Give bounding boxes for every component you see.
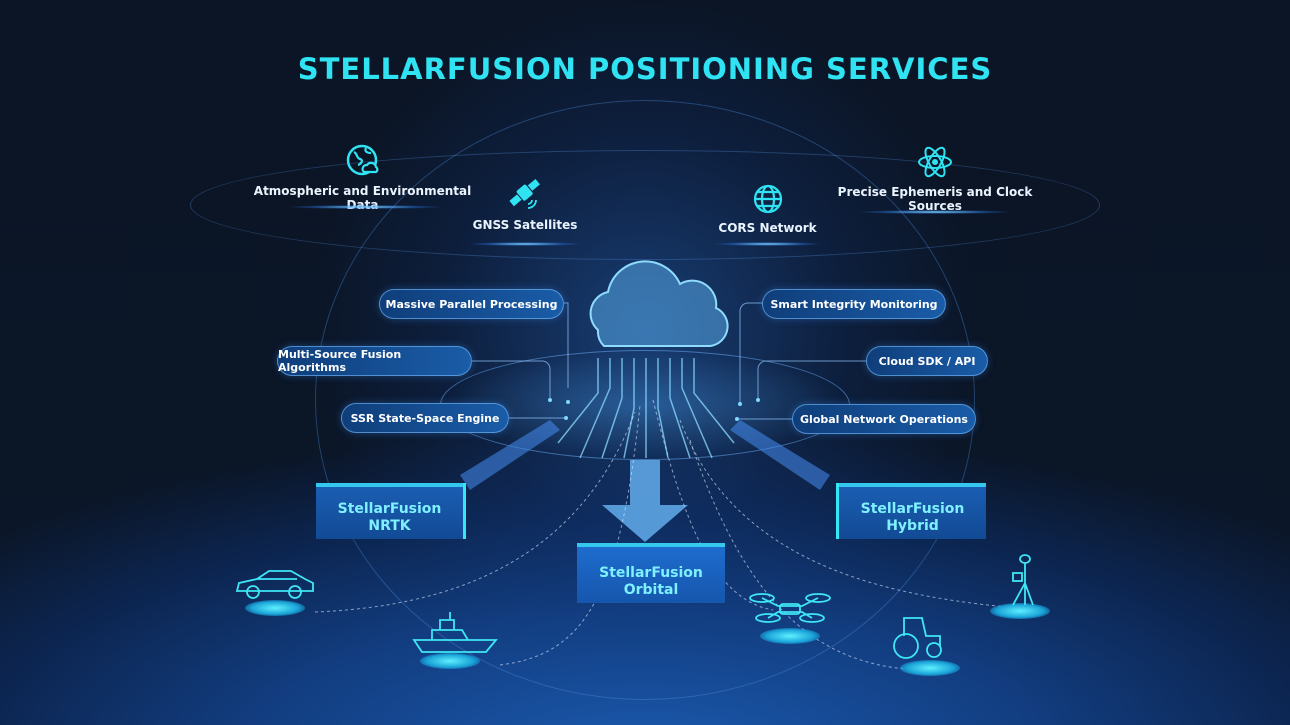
glow	[470, 242, 580, 246]
product-name: StellarFusion	[337, 501, 442, 517]
survey-pole-icon	[1012, 554, 1034, 606]
capability-multi-source-fusion: Multi-Source Fusion Algorithms	[277, 346, 472, 376]
page-title: STELLARFUSION POSITIONING SERVICES	[297, 52, 993, 86]
source-ephemeris: Precise Ephemeris and Clock Sources	[815, 145, 1055, 213]
product-variant: Hybrid	[886, 518, 939, 534]
source-gnss: GNSS Satellites	[465, 174, 585, 232]
product-name: StellarFusion	[599, 565, 703, 581]
source-cors: CORS Network	[710, 183, 825, 235]
globe-cloud-icon	[346, 144, 378, 176]
capability-ssr-engine: SSR State-Space Engine	[341, 403, 509, 433]
capability-global-network: Global Network Operations	[792, 404, 976, 434]
orbit-ring	[190, 150, 1100, 260]
glow	[715, 242, 820, 246]
atom-icon	[918, 146, 952, 178]
product-variant: Orbital	[623, 582, 679, 598]
source-label: CORS Network	[718, 221, 817, 235]
capability-smart-integrity: Smart Integrity Monitoring	[762, 289, 946, 319]
pedestal	[245, 600, 305, 616]
tractor-icon	[893, 617, 942, 659]
product-variant: NRTK	[368, 518, 411, 534]
pedestal	[760, 628, 820, 644]
pedestal	[990, 603, 1050, 619]
source-label: GNSS Satellites	[472, 218, 578, 232]
network-globe-icon	[753, 184, 782, 214]
source-label: Precise Ephemeris and Clock Sources	[837, 185, 1033, 213]
glow	[860, 210, 1010, 214]
pedestal	[900, 660, 960, 676]
globe-ring	[315, 100, 975, 700]
satellite-icon	[509, 179, 540, 209]
glow	[290, 205, 440, 209]
pedestal	[420, 653, 480, 669]
drone-icon	[749, 593, 831, 623]
car-icon	[235, 570, 314, 599]
platform-ring	[440, 350, 850, 460]
cloud-icon	[589, 260, 729, 347]
capability-cloud-sdk: Cloud SDK / API	[866, 346, 988, 376]
boat-icon	[412, 612, 498, 653]
capability-massive-parallel-processing: Massive Parallel Processing	[379, 289, 564, 319]
product-name: StellarFusion	[860, 501, 965, 517]
